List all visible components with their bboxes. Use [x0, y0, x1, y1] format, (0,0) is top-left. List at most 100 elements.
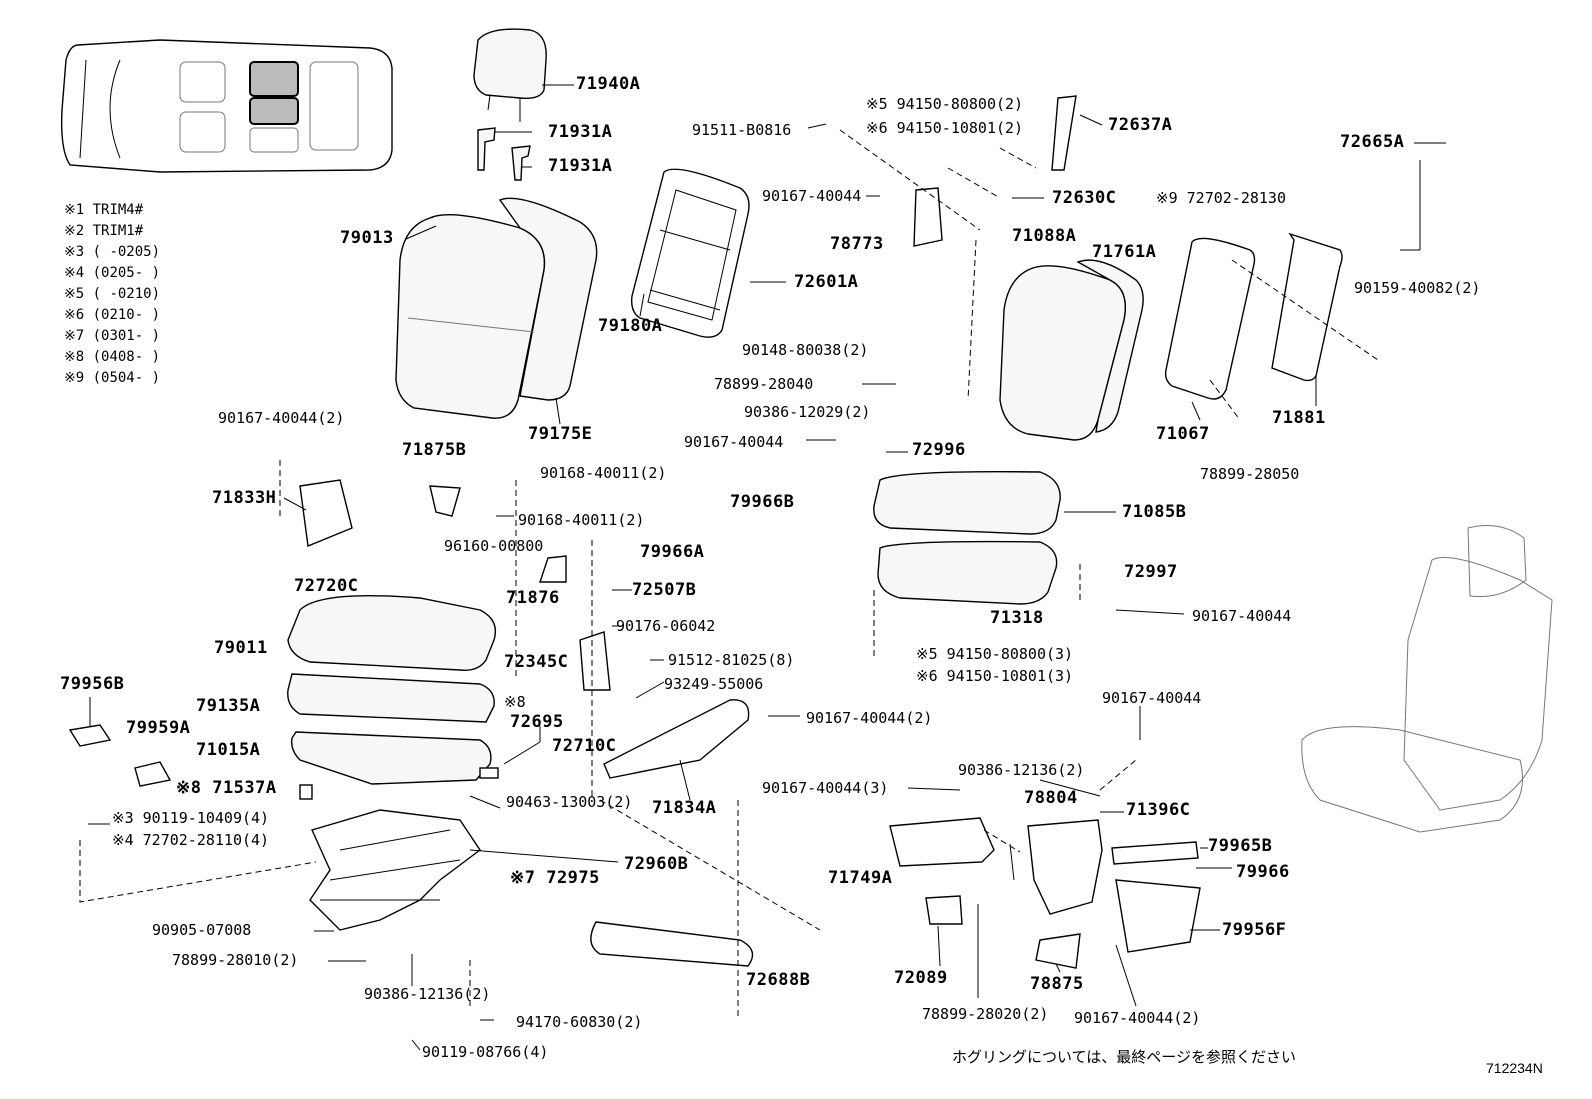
- part-label[interactable]: 71088A: [1012, 226, 1077, 246]
- right-frame-drawing: [1164, 232, 1343, 400]
- part-label[interactable]: 72720C: [294, 576, 359, 596]
- part-label[interactable]: ※7 72975: [510, 868, 600, 888]
- dashed-guide-lines: [79, 129, 1379, 1020]
- fasteners-drawing: [68, 95, 1077, 800]
- part-label[interactable]: 72507B: [632, 580, 697, 600]
- part-label[interactable]: 79956F: [1222, 920, 1287, 940]
- part-label[interactable]: 90176-06042: [616, 617, 716, 635]
- part-label[interactable]: ※4 72702-28110(4): [112, 831, 270, 849]
- part-label[interactable]: 71015A: [196, 740, 261, 760]
- part-label[interactable]: ※8: [504, 693, 526, 711]
- part-label[interactable]: ※6 94150-10801(3): [916, 667, 1074, 685]
- part-label[interactable]: 90167-40044(2): [1074, 1009, 1201, 1027]
- part-label[interactable]: 79966A: [640, 542, 705, 562]
- part-label[interactable]: 90168-40011(2): [540, 464, 667, 482]
- part-label[interactable]: 78773: [830, 234, 884, 254]
- part-label[interactable]: ※8 71537A: [176, 778, 277, 798]
- part-label[interactable]: 72630C: [1052, 188, 1117, 208]
- part-label[interactable]: 79959A: [126, 718, 191, 738]
- part-label[interactable]: ※9 72702-28130: [1156, 189, 1286, 207]
- part-label[interactable]: 91511-B0816: [692, 121, 792, 139]
- part-label[interactable]: 90463-13003(2): [506, 793, 633, 811]
- part-label[interactable]: 90167-40044(2): [806, 709, 933, 727]
- part-label[interactable]: 72695: [510, 712, 564, 732]
- part-label[interactable]: 90167-40044(2): [218, 409, 345, 427]
- part-label[interactable]: 71833H: [212, 488, 277, 508]
- part-label[interactable]: 90167-40044: [1102, 689, 1202, 707]
- part-label[interactable]: 79966: [1236, 862, 1290, 882]
- part-label[interactable]: 78804: [1024, 788, 1078, 808]
- part-label[interactable]: 72637A: [1108, 115, 1173, 135]
- part-label[interactable]: 90159-40082(2): [1354, 279, 1481, 297]
- part-label[interactable]: 90386-12136(2): [364, 985, 491, 1003]
- part-label[interactable]: ※5 94150-80800(3): [916, 645, 1074, 663]
- part-label[interactable]: 79965B: [1208, 836, 1273, 856]
- part-label[interactable]: 72710C: [552, 736, 617, 756]
- part-label[interactable]: 72960B: [624, 854, 689, 874]
- seatback-cover-drawing: [395, 197, 598, 419]
- part-label[interactable]: 90167-40044: [1192, 607, 1292, 625]
- footnote: ホグリングについては、最終ページを参照ください: [952, 1048, 1296, 1066]
- seat-reference-drawing: [1301, 525, 1553, 833]
- part-label[interactable]: 90148-80038(2): [742, 341, 869, 359]
- part-label[interactable]: 72089: [894, 968, 948, 988]
- part-label[interactable]: 90167-40044(3): [762, 779, 889, 797]
- part-label[interactable]: 78899-28050: [1200, 465, 1300, 483]
- part-label[interactable]: 96160-00800: [444, 537, 544, 555]
- part-label[interactable]: 79135A: [196, 696, 261, 716]
- part-label[interactable]: 71940A: [576, 74, 641, 94]
- part-label[interactable]: 90119-08766(4): [422, 1043, 549, 1061]
- part-label[interactable]: 94170-60830(2): [516, 1013, 643, 1031]
- part-label[interactable]: 72345C: [504, 652, 569, 672]
- legend-item: ※8 (0408- ): [64, 349, 161, 365]
- console-drawing: [889, 817, 1201, 969]
- part-label[interactable]: 79175E: [528, 424, 593, 444]
- part-label[interactable]: 72601A: [794, 272, 859, 292]
- part-label[interactable]: 72996: [912, 440, 966, 460]
- part-label[interactable]: ※5 94150-80800(2): [866, 95, 1024, 113]
- part-label[interactable]: 79013: [340, 228, 394, 248]
- part-label[interactable]: 72688B: [746, 970, 811, 990]
- part-label[interactable]: 90905-07008: [152, 921, 252, 939]
- part-label[interactable]: 71931A: [548, 122, 613, 142]
- part-label[interactable]: 72665A: [1340, 132, 1405, 152]
- part-label[interactable]: 90167-40044: [762, 187, 862, 205]
- part-label[interactable]: 78899-28010(2): [172, 951, 299, 969]
- part-label[interactable]: 79011: [214, 638, 268, 658]
- part-label[interactable]: 71067: [1156, 424, 1210, 444]
- part-label[interactable]: ※3 90119-10409(4): [112, 809, 270, 827]
- part-label[interactable]: 71396C: [1126, 800, 1191, 820]
- part-label[interactable]: 90386-12029(2): [744, 403, 871, 421]
- legend-item: ※2 TRIM1#: [64, 223, 144, 239]
- part-label[interactable]: 79966B: [730, 492, 795, 512]
- seat-track-drawing: [309, 809, 754, 967]
- legend-item: ※5 ( -0210): [64, 286, 161, 302]
- part-label[interactable]: 90168-40011(2): [518, 511, 645, 529]
- part-label[interactable]: 71881: [1272, 408, 1326, 428]
- diagram-id: 712234N: [1486, 1060, 1543, 1076]
- part-label[interactable]: 90167-40044: [684, 433, 784, 451]
- part-label[interactable]: 93249-55006: [664, 675, 764, 693]
- headrest-drawing: [473, 28, 547, 181]
- part-label[interactable]: 71875B: [402, 440, 467, 460]
- part-label[interactable]: 90386-12136(2): [958, 761, 1085, 779]
- right-seatback-drawing: [999, 259, 1144, 441]
- part-label[interactable]: 71761A: [1092, 242, 1157, 262]
- part-label[interactable]: 72997: [1124, 562, 1178, 582]
- part-label[interactable]: 71749A: [828, 868, 893, 888]
- part-label[interactable]: 71318: [990, 608, 1044, 628]
- part-label[interactable]: 71085B: [1122, 502, 1187, 522]
- part-label[interactable]: 91512-81025(8): [668, 651, 795, 669]
- legend: ※1 TRIM4# ※2 TRIM1# ※3 ( -0205) ※4 (0205…: [64, 200, 160, 389]
- part-label[interactable]: 78875: [1030, 974, 1084, 994]
- part-label[interactable]: 71876: [506, 588, 560, 608]
- part-label[interactable]: 78899-28040: [714, 375, 814, 393]
- part-label[interactable]: 78899-28020(2): [922, 1005, 1049, 1023]
- part-label[interactable]: 71834A: [652, 798, 717, 818]
- part-label[interactable]: 71931A: [548, 156, 613, 176]
- part-label[interactable]: 79956B: [60, 674, 125, 694]
- part-label[interactable]: 79180A: [598, 316, 663, 336]
- part-label[interactable]: ※6 94150-10801(2): [866, 119, 1024, 137]
- legend-item: ※7 (0301- ): [64, 328, 161, 344]
